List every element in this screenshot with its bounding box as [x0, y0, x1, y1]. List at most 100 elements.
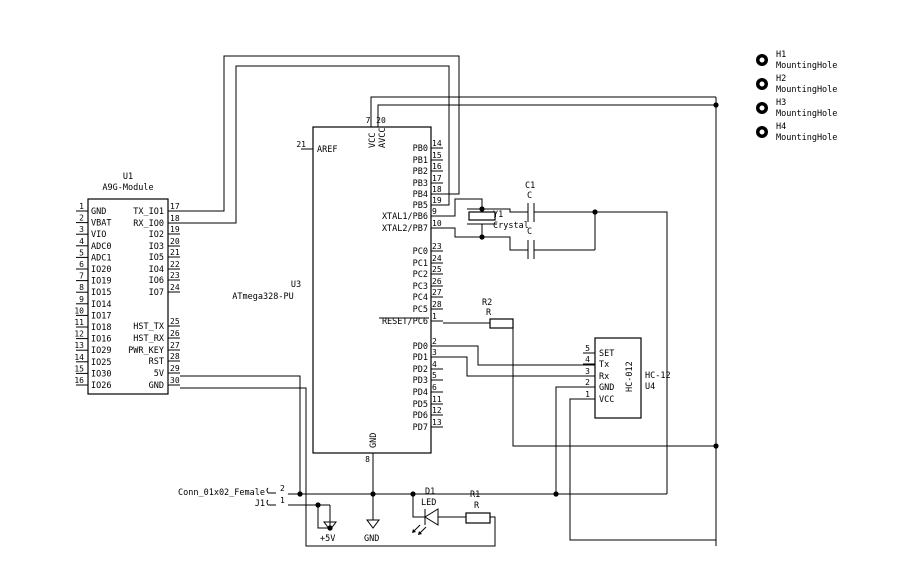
u3-gnd-num: 8: [365, 455, 370, 464]
u3-vcc-num: 7: [366, 116, 371, 125]
u1-pin-name: ADC0: [91, 242, 111, 252]
u4-pin-name: Tx: [599, 360, 609, 370]
u1-pin-num: 2: [79, 214, 84, 223]
u3-pin-num: 2: [432, 337, 437, 346]
u1-pin-name: IO14: [91, 300, 111, 310]
u1-pin-name: IO29: [91, 346, 111, 356]
u3-pin-num: 3: [432, 348, 437, 357]
u1-pin-name: TX_IO1: [133, 207, 164, 217]
j1-value: Conn_01x02_Female: [178, 488, 265, 498]
u3-ref: U3: [291, 280, 301, 290]
y1-ref: Y1: [493, 210, 503, 220]
mounting-holes: H1MountingHoleH2MountingHoleH3MountingHo…: [756, 50, 837, 143]
j1-ref: J1: [255, 499, 265, 509]
u1-pin-num: 20: [170, 237, 180, 246]
u3-pin-name: PD1: [413, 353, 428, 363]
u1-ref: U1: [123, 172, 133, 182]
u1-pin-name: IO15: [91, 288, 111, 298]
u3-pin-name: XTAL2/PB7: [382, 224, 428, 234]
u3-pin-name: PC1: [413, 259, 428, 269]
u4-pin-num: 5: [585, 344, 590, 353]
u4-ref: U4: [645, 382, 655, 392]
u3-pin-name: PB2: [413, 167, 428, 177]
u1-pin-name: RX_IO0: [133, 219, 164, 229]
u3-pin-name: PD3: [413, 376, 428, 386]
u3-pin-num: 27: [432, 288, 442, 297]
u3-pin-num: 9: [432, 207, 437, 216]
mounting-hole-ref: H4: [776, 122, 786, 132]
u1-pin-name: IO19: [91, 277, 111, 287]
gnd-label: GND: [364, 534, 379, 544]
u3-pin-num: 11: [432, 395, 442, 404]
u3-pin-name: PD0: [413, 342, 428, 352]
u3-pin-num: 13: [432, 418, 442, 427]
u3-pin-name: XTAL1/PB6: [382, 212, 428, 222]
r1-ref: R1: [470, 490, 480, 500]
u1-pin-name: IO20: [91, 265, 111, 275]
u1-right-pins: 17TX_IO118RX_IO019IO220IO321IO522IO423IO…: [128, 202, 180, 391]
u1-pin-num: 9: [79, 295, 84, 304]
u4-pin-name: VCC: [599, 395, 614, 405]
u4-pin-num: 1: [585, 390, 590, 399]
u4-pin-num: 2: [585, 378, 590, 387]
wires: [180, 55, 717, 547]
u3-pin-name: PB4: [413, 190, 428, 200]
u3-pin-name: PC3: [413, 282, 428, 292]
r2-ref: R2: [482, 298, 492, 308]
u4-body-label: HC-012: [625, 361, 635, 392]
u3-pin-num: 14: [432, 139, 442, 148]
u1-pin-num: 24: [170, 283, 180, 292]
u3-aref-num: 21: [296, 140, 306, 149]
u3-pin-name: PB3: [413, 179, 428, 189]
u1-pin-name: IO30: [91, 369, 111, 379]
u1-pin-num: 11: [74, 318, 84, 327]
u1-pin-name: 5V: [154, 369, 164, 379]
u1-pin-num: 18: [170, 214, 180, 223]
u3-vcc-name: VCC: [368, 133, 378, 148]
u1-pin-num: 21: [170, 248, 180, 257]
u1-pin-name: IO3: [149, 242, 164, 252]
u1-pin-num: 29: [170, 364, 180, 373]
mounting-hole-value: MountingHole: [776, 85, 837, 95]
u1-pin-name: IO7: [149, 288, 164, 298]
u4-pin-name: Rx: [599, 372, 609, 382]
r2-value: R: [486, 308, 492, 318]
r1-value: R: [474, 501, 480, 511]
u1-pin-name: PWR_KEY: [128, 346, 164, 356]
u1-pin-name: IO17: [91, 311, 111, 321]
u4-pin-name: SET: [599, 349, 614, 359]
u1-pin-name: IO25: [91, 358, 111, 368]
u3-pin-num: 25: [432, 265, 442, 274]
u4-value: HC-12: [645, 371, 671, 381]
d1-value: LED: [421, 498, 436, 508]
u3-avcc-num: 20: [376, 116, 386, 125]
u3-body: [312, 126, 432, 454]
u3-aref-name: AREF: [317, 145, 337, 155]
u3-pin-num: 24: [432, 254, 442, 263]
u1-pin-name: IO2: [149, 230, 164, 240]
u3-pin-name: PB5: [413, 201, 428, 211]
u3-gnd-name: GND: [369, 433, 379, 448]
u1-pin-name: HST_TX: [133, 322, 165, 332]
u1-pin-name: GND: [149, 381, 164, 391]
u3-pin-num: 18: [432, 185, 442, 194]
c2-value: C: [527, 227, 532, 237]
u3-pin-num: 16: [432, 162, 442, 171]
u1-pin-num: 22: [170, 260, 180, 269]
u1-pin-num: 15: [74, 364, 84, 373]
u1-pin-num: 30: [170, 376, 180, 385]
j1-pin2: 2: [280, 484, 285, 493]
u3-pin-name: PD5: [413, 400, 428, 410]
u3-pin-name: PD6: [413, 411, 428, 421]
u3-pin-num: 17: [432, 174, 442, 183]
u1-body: [87, 198, 169, 395]
u1-pin-name: HST_RX: [133, 334, 165, 344]
c1-ref: C1: [525, 181, 535, 191]
u3-pin-name: PC0: [413, 247, 428, 257]
u1-pin-name: VIO: [91, 230, 106, 240]
u3-pin-num: 19: [432, 196, 442, 205]
mounting-hole-value: MountingHole: [776, 133, 837, 143]
d1-ref: D1: [425, 487, 435, 497]
